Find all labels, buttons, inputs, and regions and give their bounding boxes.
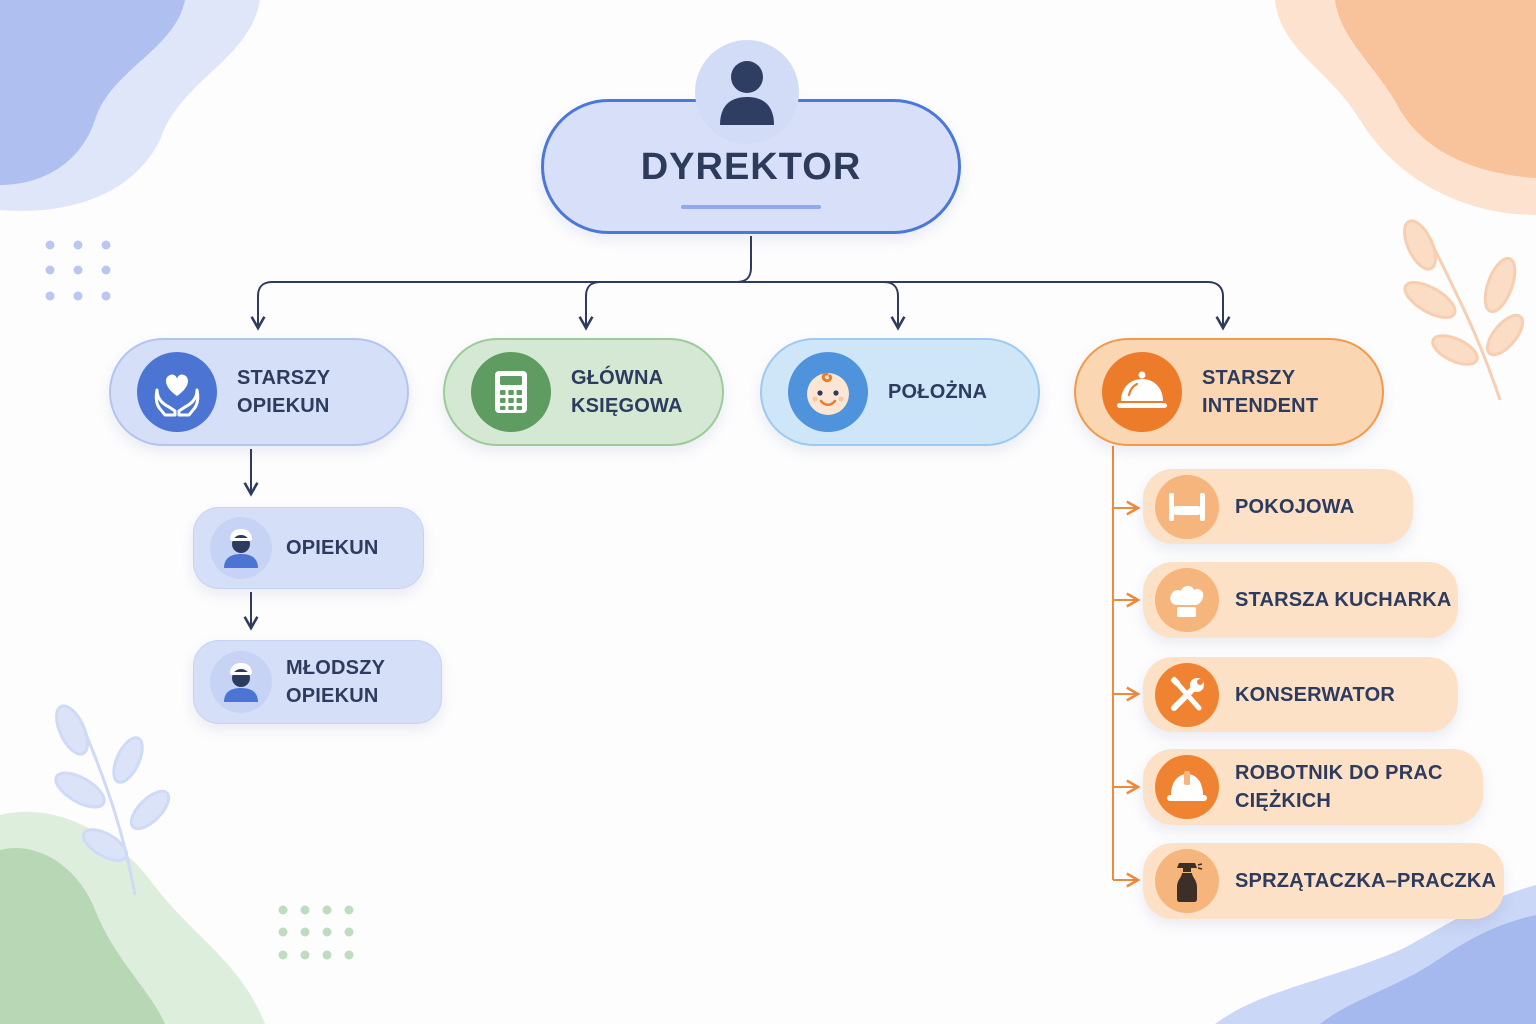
person-icon bbox=[695, 40, 799, 144]
blob-top-right-inner bbox=[1335, 0, 1536, 178]
leaf-sprig-orange bbox=[1403, 219, 1525, 401]
chef-hat-icon bbox=[1155, 568, 1219, 632]
calculator-icon bbox=[471, 352, 551, 432]
blob-top-right bbox=[1275, 0, 1536, 215]
node-polozna: POŁOŻNA bbox=[760, 338, 1040, 446]
dot-grid-blue bbox=[45, 240, 111, 301]
blob-bottom-right-inner bbox=[1320, 915, 1536, 1024]
caregiver-person-icon bbox=[210, 517, 272, 579]
node-dyrektor-label: DYREKTOR bbox=[640, 146, 862, 188]
hard-hat-icon bbox=[1155, 755, 1219, 819]
connector-to-starszy-opiekun bbox=[250, 281, 273, 331]
node-glowna-ksiegowa-label: GŁÓWNA KSIĘGOWA bbox=[571, 367, 683, 417]
blob-top-left bbox=[0, 0, 260, 211]
connector-director-trunk bbox=[736, 236, 752, 283]
node-mlodszy-opiekun-label: MŁODSZY OPIEKUN bbox=[286, 657, 386, 707]
spray-bottle-icon bbox=[1155, 849, 1219, 913]
node-konserwator-label: KONSERWATOR bbox=[1235, 683, 1395, 706]
node-pokojowa: POKOJOWA bbox=[1143, 469, 1413, 544]
node-mlodszy-opiekun: MŁODSZY OPIEKUN bbox=[193, 640, 442, 724]
node-robotnik-label: ROBOTNIK DO PRAC CIĘŻKICH bbox=[1235, 762, 1443, 812]
title-underline bbox=[681, 205, 821, 209]
node-glowna-ksiegowa: GŁÓWNA KSIĘGOWA bbox=[443, 338, 724, 446]
serving-cloche-icon bbox=[1102, 352, 1182, 432]
node-sprzataczka-praczka: SPRZĄTACZKA–PRACZKA bbox=[1143, 843, 1504, 919]
connector-to-polozna bbox=[883, 281, 906, 331]
blob-bottom-left-inner bbox=[0, 848, 165, 1024]
node-starszy-opiekun: STARSZY OPIEKUN bbox=[109, 338, 409, 446]
node-starsza-kucharka: STARSZA KUCHARKA bbox=[1143, 562, 1458, 638]
node-opiekun-label: OPIEKUN bbox=[286, 537, 379, 559]
leaf-sprig-blue bbox=[54, 704, 171, 896]
node-opiekun: OPIEKUN bbox=[193, 507, 424, 589]
node-starszy-opiekun-label: STARSZY OPIEKUN bbox=[237, 367, 331, 417]
node-konserwator: KONSERWATOR bbox=[1143, 657, 1458, 732]
node-polozna-label: POŁOŻNA bbox=[888, 381, 988, 403]
node-sprzataczka-label: SPRZĄTACZKA–PRACZKA bbox=[1235, 870, 1497, 892]
bed-icon bbox=[1155, 474, 1219, 539]
node-robotnik: ROBOTNIK DO PRAC CIĘŻKICH bbox=[1143, 749, 1483, 825]
dot-grid-green bbox=[278, 905, 354, 960]
blob-top-left-inner bbox=[0, 0, 185, 185]
baby-face-icon bbox=[788, 352, 868, 432]
heart-hands-icon bbox=[137, 352, 217, 432]
blob-bottom-left bbox=[0, 811, 265, 1024]
wrench-screwdriver-icon bbox=[1155, 662, 1219, 727]
connector-to-starszy-intendent bbox=[1207, 281, 1231, 331]
node-starszy-intendent-label: STARSZY INTENDENT bbox=[1202, 367, 1319, 417]
node-starsza-kucharka-label: STARSZA KUCHARKA bbox=[1235, 589, 1452, 611]
node-pokojowa-label: POKOJOWA bbox=[1235, 495, 1355, 518]
connector-to-glowna-ksiegowa bbox=[578, 281, 601, 331]
caregiver-person-icon bbox=[210, 651, 272, 713]
node-starszy-intendent: STARSZY INTENDENT bbox=[1074, 338, 1384, 446]
